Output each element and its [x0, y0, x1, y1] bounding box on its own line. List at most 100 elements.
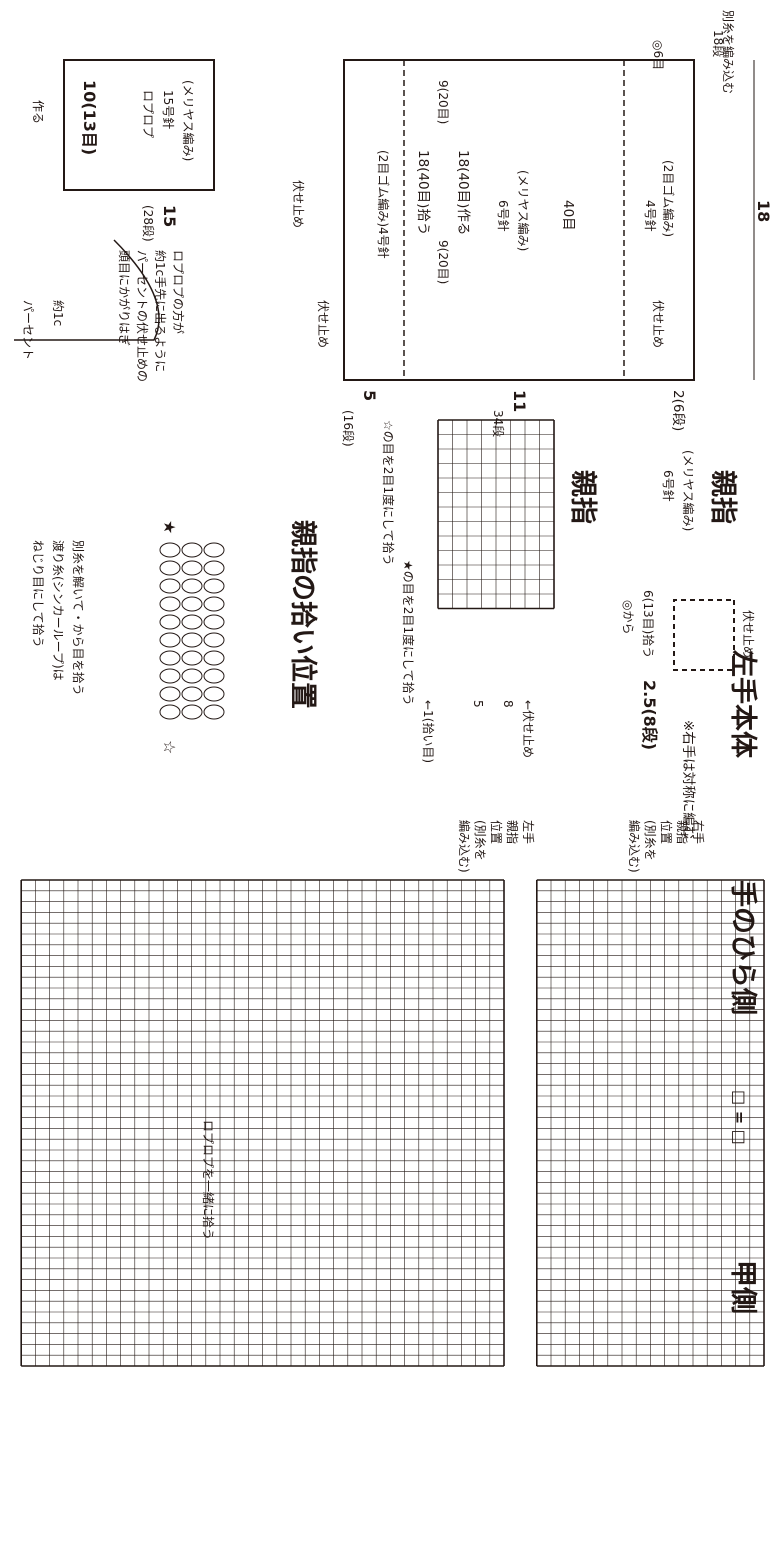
star-white: ☆: [160, 740, 179, 754]
pickup-note-line-1: 別糸を解いて・から目を拾う: [71, 540, 86, 696]
width-18: 18: [754, 200, 773, 222]
stitch-loop: [181, 704, 203, 720]
stitch-loop: [181, 632, 203, 648]
cuff-note-line-3: パーセントの伏せ止めの: [135, 250, 149, 382]
thumb-dim: 2.5(8段): [640, 680, 659, 750]
stitch-loop: [159, 614, 181, 630]
symmetry-note: ※右手は対称に編む: [680, 720, 696, 839]
right-thumb-line-2: 親指: [675, 820, 690, 844]
left-thumb-line-4: (別糸を: [473, 820, 487, 861]
big-grid: [20, 879, 765, 1367]
dim-2-6: 2(6段): [670, 390, 686, 431]
big-chart: 手のひら側 甲側 □ = □ 右手 親指 位置 (別糸を 編み込む) 左手 親指…: [20, 820, 765, 1367]
stitch-loop: [203, 686, 225, 702]
loop-together-note: ロプロプを一緒に拾う: [201, 1120, 216, 1240]
thumb-row-1: ←1(拾い目): [421, 700, 436, 763]
left-thumb-line-1: 左手: [521, 820, 536, 844]
thumb-outline: [673, 599, 735, 671]
stitch-loop: [181, 560, 203, 576]
thumb-grid: [437, 419, 555, 610]
separate-yarn-label: 別糸を編み込む: [721, 10, 736, 94]
stitch-loop: [159, 578, 181, 594]
rib-top-label: (2目ゴム編み): [661, 160, 676, 237]
star-black: ★: [160, 520, 179, 534]
nine-20-b: 9(20目): [436, 240, 450, 284]
nine-20-a: 9(20目): [436, 80, 450, 124]
dim-11: 11: [510, 390, 529, 412]
thumb-stockinette: (メリヤス編み): [681, 450, 696, 531]
height-18-dan: 18段: [711, 30, 726, 57]
cuff-note-line-4: 頭目にかがりはぎ: [117, 250, 132, 346]
stockinette-needle: 6号針: [496, 200, 511, 232]
stitch-loop: [181, 542, 203, 558]
stitch-loop: [203, 668, 225, 684]
main-body-outline: [343, 59, 695, 381]
loop-stockinette: (メリヤス編み): [181, 80, 196, 161]
thumb-schematic: 親指 (メリヤス編み) 6号針 伏せ止め 6(13目)拾う ◎から 2.5(8段…: [621, 450, 755, 750]
stitch-loop: [181, 650, 203, 666]
stitch-loop: [181, 596, 203, 612]
thumb-row-8: 8: [501, 700, 515, 708]
main-body-title: 左手本体: [727, 650, 758, 759]
cuff-note-line-2: 約1c手先に出るように: [153, 250, 168, 372]
rib-bottom-label: (2目ゴム編み)4号針: [376, 150, 391, 259]
left-thumb-line-2: 親指: [505, 820, 520, 844]
thumb-chart-title: 親指: [567, 470, 598, 524]
stitch-loop: [203, 632, 225, 648]
note-black-star: ★の目を2目1度にして拾う: [401, 560, 416, 706]
right-thumb-line-5: 編み込む): [627, 820, 642, 873]
stitch-loop: [159, 542, 181, 558]
thumb-title: 親指: [707, 470, 738, 524]
stitch-loop: [181, 686, 203, 702]
stitch-loop: [159, 632, 181, 648]
stitch-loop: [159, 704, 181, 720]
stitch-loop: [203, 614, 225, 630]
thumb-chart: 親指 ☆の目を2目1度にして拾う ★の目を2目1度にして拾う ←伏せ止め 8 5…: [381, 419, 598, 763]
pickup-label: 18(40目)拾う: [415, 150, 431, 235]
back-side-title: 甲側: [727, 1260, 758, 1314]
stitch-loops-illustration: [159, 542, 225, 720]
marker-6: ◎6目: [651, 40, 665, 70]
loop-yarn: ロプロプ: [141, 90, 155, 138]
stitch-loop: [181, 578, 203, 594]
stitch-loop: [181, 668, 203, 684]
cuff-outline: [14, 239, 160, 341]
stitch-loop: [181, 614, 203, 630]
loop-panel-outline: [63, 59, 215, 191]
bind-off-top: 伏せ止め: [651, 300, 665, 348]
thumb-needle: 6号針: [661, 470, 676, 502]
thumb-bind-off-chart: ←伏せ止め: [521, 700, 535, 758]
stitch-loop: [203, 542, 225, 558]
pickup-position-title: 親指の拾い位置: [287, 520, 319, 709]
dim-5: 5: [360, 390, 379, 401]
loop-dim-15: 15: [160, 205, 179, 227]
note-white-star: ☆の目を2目1度にして拾う: [381, 420, 396, 566]
thumb-row-5: 5: [471, 700, 485, 708]
stitch-loop: [159, 560, 181, 576]
stitch-loop: [159, 668, 181, 684]
cuff-note: ロプロプの方が 約1c手先に出るように パーセントの伏せ止めの 頭目にかがりはぎ…: [14, 239, 186, 382]
palm-side-title: 手のひら側: [727, 880, 758, 1015]
pickup-note-line-2: 渡り糸(シンカーループ)は: [51, 540, 66, 681]
thumb-bind-off: 伏せ止め: [741, 610, 755, 658]
pickup-position: 親指の拾い位置 ★ ☆ 別糸を解いて・から目を拾う 渡り糸(シンカーループ)は …: [31, 520, 319, 754]
loop-bind-off: 伏せ止め: [291, 180, 305, 228]
rib-top-needle: 4号針: [643, 200, 658, 232]
stockinette-label: (メリヤス編み): [516, 170, 531, 251]
thumb-from: ◎から: [621, 600, 635, 634]
left-thumb-line-5: 編み込む): [457, 820, 472, 873]
thumb-pickup: 6(13目)拾う: [641, 590, 656, 658]
right-thumb-line-4: (別糸を: [643, 820, 657, 861]
stitch-loop: [159, 650, 181, 666]
stitch-loop: [159, 686, 181, 702]
stitch-loop: [159, 596, 181, 612]
pickup-note-line-3: ねじり目にして拾う: [31, 540, 46, 648]
dim-34: 34段: [491, 410, 506, 437]
cuff-approx: 約1c: [51, 300, 66, 326]
loop-panel: 伏せ止め (メリヤス編み) 15号針 ロプロプ 10(13目) 作る 15 (2…: [31, 59, 305, 242]
main-body-schematic: 左手本体 ※右手は対称に編む (2目ゴム編み) 4号針 40目 伏せ止め (メリ…: [316, 10, 773, 839]
dim-16-dan: (16段): [341, 410, 356, 447]
thumb-chart-grid: [437, 419, 555, 610]
